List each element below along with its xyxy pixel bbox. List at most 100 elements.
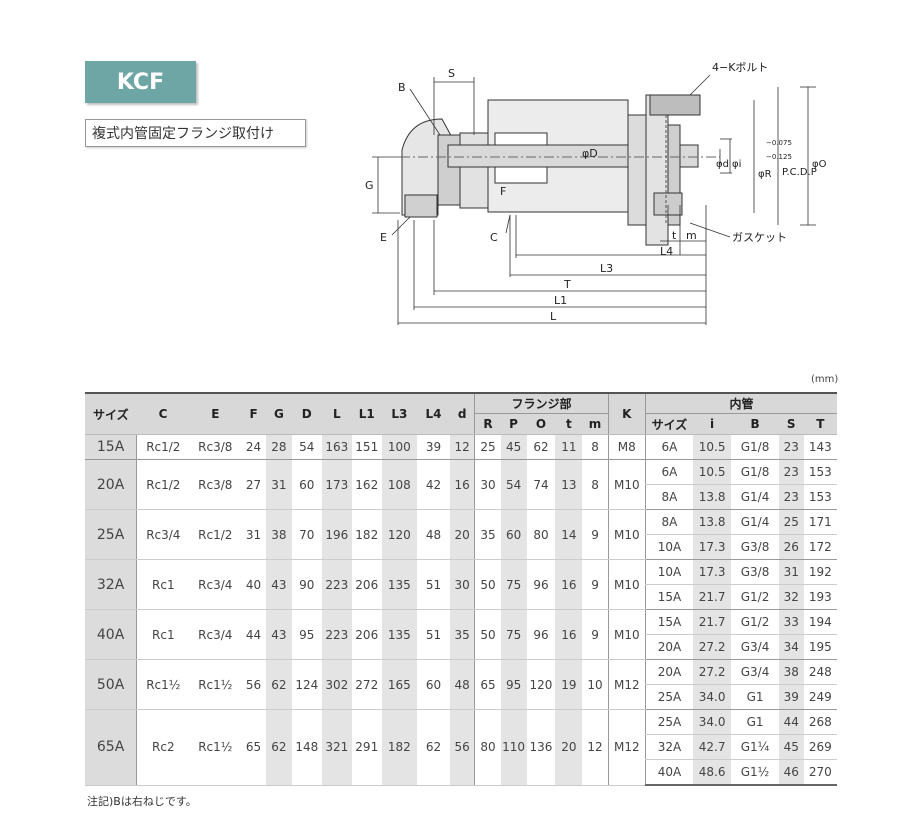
cell-d: 70 bbox=[291, 509, 322, 560]
label-phir: φR bbox=[758, 169, 772, 180]
inner-cell-s: 39 bbox=[778, 684, 804, 710]
header-d-small: d bbox=[450, 393, 475, 435]
inner-cell-s: 26 bbox=[778, 534, 804, 560]
cell-l: 223 bbox=[321, 559, 352, 610]
cell-l3: 135 bbox=[381, 609, 417, 660]
inner-cell-size: 25A bbox=[644, 709, 693, 735]
cell-d: 60 bbox=[291, 459, 322, 510]
header-e: E bbox=[189, 393, 242, 435]
inner-cell-t: 193 bbox=[803, 584, 837, 610]
size-cell: 50A bbox=[85, 659, 138, 710]
cell-g: 43 bbox=[265, 559, 292, 610]
cell-m: 10 bbox=[582, 659, 609, 710]
header-c: C bbox=[136, 393, 190, 435]
unit-note: (mm) bbox=[811, 374, 839, 385]
header-b: B bbox=[731, 413, 779, 435]
cell-o: 62 bbox=[526, 434, 556, 460]
inner-cell-s: 33 bbox=[778, 609, 804, 635]
header-l1: L1 bbox=[351, 393, 382, 435]
inner-cell-s: 38 bbox=[778, 659, 804, 685]
label-l1: L1 bbox=[554, 294, 567, 307]
cell-m: 8 bbox=[582, 459, 609, 510]
inner-cell-b: G1/2 bbox=[731, 609, 779, 635]
header-i: i bbox=[692, 413, 732, 435]
cell-g: 43 bbox=[265, 609, 292, 660]
cell-o: 74 bbox=[526, 459, 556, 510]
cell-p: 45 bbox=[500, 434, 527, 460]
cell-l4: 62 bbox=[416, 709, 450, 786]
label-phio: φO bbox=[812, 159, 827, 170]
cell-f: 65 bbox=[241, 709, 266, 786]
inner-cell-size: 6A bbox=[644, 434, 693, 460]
cell-e: Rc3/8 bbox=[189, 459, 242, 510]
cell-l: 173 bbox=[321, 459, 352, 510]
cell-d: 90 bbox=[291, 559, 322, 610]
cell-d: 20 bbox=[450, 509, 475, 560]
cell-g: 62 bbox=[265, 659, 292, 710]
cell-r: 65 bbox=[474, 659, 501, 710]
cell-t: 19 bbox=[555, 659, 583, 710]
cell-l1: 291 bbox=[351, 709, 382, 786]
cell-d: 56 bbox=[450, 709, 475, 786]
size-cell: 20A bbox=[85, 459, 138, 510]
cell-f: 40 bbox=[241, 559, 266, 610]
cell-r: 25 bbox=[474, 434, 501, 460]
inner-cell-t: 268 bbox=[803, 709, 837, 735]
cell-o: 136 bbox=[526, 709, 556, 786]
inner-cell-b: G1 bbox=[731, 684, 779, 710]
size-cell: 15A bbox=[85, 434, 138, 460]
cell-r: 35 bbox=[474, 509, 501, 560]
header-l: L bbox=[321, 393, 352, 435]
spec-table: サイズ C E F G D L L1 L3 L4 d フランジ部 K 内管 R … bbox=[85, 392, 837, 786]
inner-cell-i: 10.5 bbox=[692, 459, 732, 485]
cell-c: Rc1½ bbox=[136, 659, 190, 710]
label-g: G bbox=[365, 179, 374, 192]
label-pcd: P.C.D.P bbox=[782, 167, 817, 178]
inner-cell-size: 25A bbox=[644, 684, 693, 710]
cell-l3: 100 bbox=[381, 434, 417, 460]
cell-l4: 51 bbox=[416, 609, 450, 660]
inner-cell-i: 13.8 bbox=[692, 484, 732, 510]
inner-cell-t: 248 bbox=[803, 659, 837, 685]
cell-l4: 39 bbox=[416, 434, 450, 460]
inner-cell-b: G1/4 bbox=[731, 509, 779, 535]
inner-cell-b: G3/4 bbox=[731, 634, 779, 660]
header-size: サイズ bbox=[85, 393, 137, 435]
inner-cell-size: 20A bbox=[644, 634, 693, 660]
cell-m: 12 bbox=[582, 709, 609, 786]
cell-l3: 165 bbox=[381, 659, 417, 710]
header-flange: フランジ部 bbox=[474, 393, 609, 414]
header-l4: L4 bbox=[416, 393, 450, 435]
cell-o: 96 bbox=[526, 609, 556, 660]
cell-m: 8 bbox=[582, 434, 609, 460]
cell-f: 27 bbox=[241, 459, 266, 510]
inner-cell-s: 23 bbox=[778, 484, 804, 510]
header-inner-pipe: 内管 bbox=[644, 393, 837, 414]
inner-cell-s: 23 bbox=[778, 459, 804, 485]
cell-m: 9 bbox=[582, 609, 609, 660]
cell-k: M10 bbox=[607, 509, 646, 560]
inner-cell-t: 269 bbox=[803, 734, 837, 760]
inner-cell-b: G1 bbox=[731, 709, 779, 735]
inner-cell-b: G3/8 bbox=[731, 534, 779, 560]
inner-cell-s: 45 bbox=[778, 734, 804, 760]
cell-l: 196 bbox=[321, 509, 352, 560]
cell-d: 48 bbox=[450, 659, 475, 710]
inner-cell-b: G1½ bbox=[731, 759, 779, 786]
header-inner-size: サイズ bbox=[644, 413, 693, 435]
cell-d: 30 bbox=[450, 559, 475, 610]
cell-o: 80 bbox=[526, 509, 556, 560]
cell-e: Rc3/4 bbox=[189, 559, 242, 610]
cell-p: 75 bbox=[500, 559, 527, 610]
cell-k: M12 bbox=[607, 709, 646, 786]
cell-l: 302 bbox=[321, 659, 352, 710]
kcf-title-badge: KCF bbox=[85, 61, 196, 103]
inner-cell-size: 40A bbox=[644, 759, 693, 786]
label-phii: φi bbox=[732, 159, 741, 170]
